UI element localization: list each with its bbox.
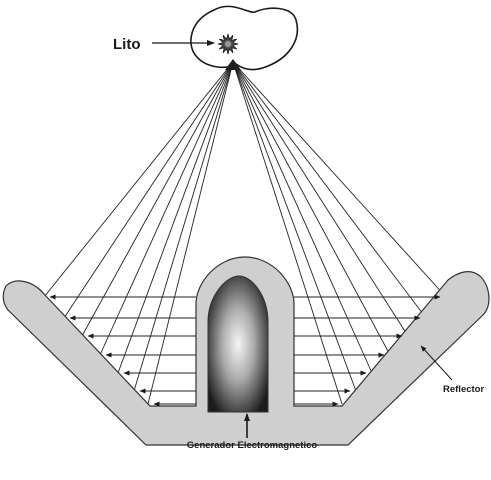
reflector-pointer-arrow (420, 345, 453, 381)
shockwave-line-right-7 (232, 61, 343, 405)
shockwave-line-left-4 (99, 61, 234, 356)
shockwave-line-right-3 (232, 61, 409, 337)
generator-label: Generador Electromagnetico (187, 440, 318, 451)
shockwave-line-right-2 (232, 61, 427, 319)
shockwave-line-left-3 (81, 61, 234, 337)
reflector-label: Reflector (443, 384, 484, 395)
shockwave-line-left-2 (63, 61, 234, 319)
shockwave-line-left-5 (117, 61, 234, 374)
shockwave-line-right-1 (232, 61, 447, 298)
stone-star-icon (217, 33, 239, 55)
shockwave-line-right-5 (232, 61, 373, 374)
stone-label: Lito (113, 36, 141, 53)
kidney-outline (190, 5, 299, 71)
shockwave-line-right-4 (232, 61, 391, 356)
shockwave-line-left-1 (43, 61, 234, 298)
electromagnetic-generator (207, 275, 269, 413)
reflected-wave-lines (49, 294, 441, 407)
shockwave-line-left-7 (147, 61, 234, 405)
